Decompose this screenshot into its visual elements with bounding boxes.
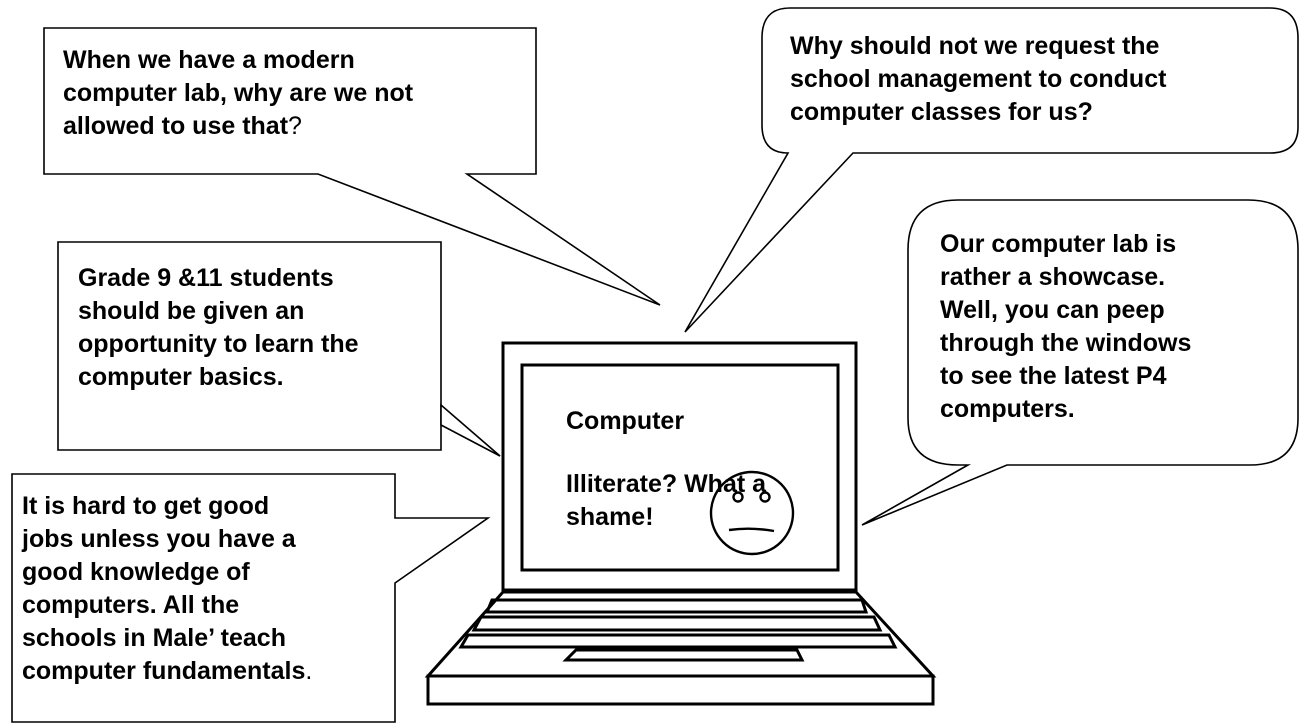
grade-line-1: Grade 9 &11 students [78,264,334,292]
callout-grade-students-pointer [440,403,501,457]
keyboard-row-3 [458,633,898,649]
jobs-line-3: good knowledge of [22,558,250,586]
showcase-line-4: through the windows [940,329,1192,357]
jobs-line-2: jobs unless you have a [22,525,296,553]
screen-text-line-1: Computer [566,407,685,435]
grade-line-3: opportunity to learn the [78,330,359,358]
jobs-line-6: computer fundamentals. [22,655,312,688]
modern-lab-line-2: computer lab, why are we not [63,79,414,107]
screen-text-line-2: Illiterate? What a [566,470,767,498]
jobs-line-6-plain: . [305,657,313,685]
grade-line-4: computer basics. [78,363,284,391]
request-line-2: school management to conduct [790,65,1167,93]
keyboard-row-2 [471,615,883,632]
showcase-line-6: computers. [940,395,1075,423]
jobs-line-4: computers. All the [22,591,240,619]
modern-lab-text: When we have a modern computer lab, why … [63,44,413,143]
jobs-line-1: It is hard to get good [22,492,270,520]
touchpad [562,648,805,662]
sad-face-icon [709,470,795,556]
screen-text-line-3: shame! [566,503,654,531]
keyboard-row-1 [484,598,869,614]
good-jobs-text: It is hard to get good jobs unless you h… [22,490,312,688]
modern-lab-line-1: When we have a modern [63,46,355,74]
grade-line-2: should be given an [78,297,305,325]
request-management-text: Why should not we request the school man… [790,30,1166,129]
callout-good-jobs [11,473,491,723]
modern-lab-line-3-bold: allowed to use that [63,112,289,140]
showcase-line-3: Well, you can peep [940,296,1165,324]
grade-students-text: Grade 9 &11 students should be given an … [78,262,359,394]
showcase-line-1: Our computer lab is [940,230,1177,258]
showcase-line-2: rather a showcase. [940,263,1166,291]
laptop-front-edge [426,674,935,706]
jobs-line-6-bold: computer fundamentals [22,657,306,685]
jobs-line-5: schools in Male’ teach [22,624,286,652]
showcase-text: Our computer lab is rather a showcase. W… [940,228,1191,426]
laptop-icon [424,341,937,706]
showcase-line-5: to see the latest P4 [940,362,1167,390]
callout-request-management [684,7,1299,333]
modern-lab-line-3-plain: ? [288,112,302,140]
callout-modern-lab [43,27,661,306]
callout-showcase [861,199,1299,526]
modern-lab-line-3: allowed to use that? [63,110,413,143]
request-line-3: computer classes for us? [790,98,1093,126]
request-line-1: Why should not we request the [790,32,1160,60]
